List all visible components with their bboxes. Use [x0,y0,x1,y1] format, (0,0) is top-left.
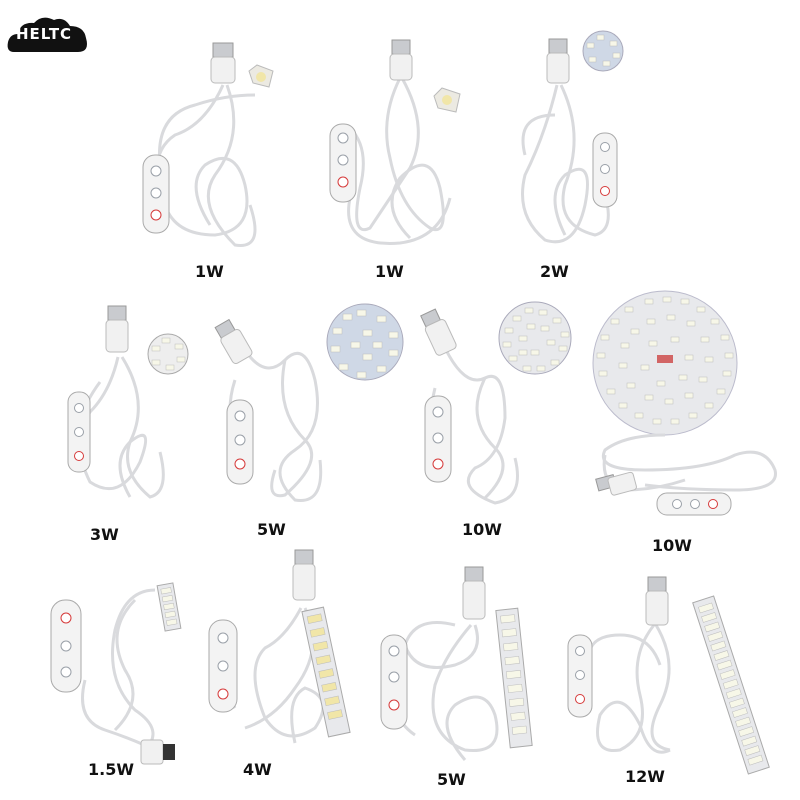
product-5w-disc [205,300,405,510]
product-1w-star [135,35,285,265]
product-5w-disc-illustration [214,303,404,502]
product-label: 3W [90,525,119,544]
product-5w-strip-illustration [380,566,533,761]
brand-name: HELTC [15,25,73,43]
product-label: 4W [243,760,272,779]
product-12w-strip [560,575,790,775]
product-label: 2W [540,262,569,281]
product-10w-disc [415,298,575,510]
product-1-5w-strip [45,570,195,770]
product-1w-star-2-illustration [329,39,461,245]
product-label: 10W [462,520,502,539]
product-2w-disc [505,25,640,250]
product-1-5w-strip-illustration [50,582,182,765]
product-label: 1W [195,262,224,281]
product-10w-large-disc-illustration [592,290,777,516]
product-1w-star-2 [320,38,470,258]
product-label: 10W [652,536,692,555]
product-4w-strip-illustration [208,549,351,744]
product-4w-strip [205,548,375,758]
product-3w-disc-illustration [67,305,189,499]
brand-logo [7,17,88,53]
product-label: 5W [437,770,466,789]
product-label: 1W [375,262,404,281]
product-10w-large-disc [585,285,790,525]
product-label: 12W [625,767,665,786]
product-label: 5W [257,520,286,539]
product-3w-disc [60,302,195,507]
product-5w-strip [375,565,555,770]
product-2w-disc-illustration [521,30,624,244]
product-1w-star-illustration [142,42,274,247]
product-label: 1.5W [88,760,134,779]
product-10w-disc-illustration [420,301,572,505]
product-12w-strip-illustration [567,576,770,775]
